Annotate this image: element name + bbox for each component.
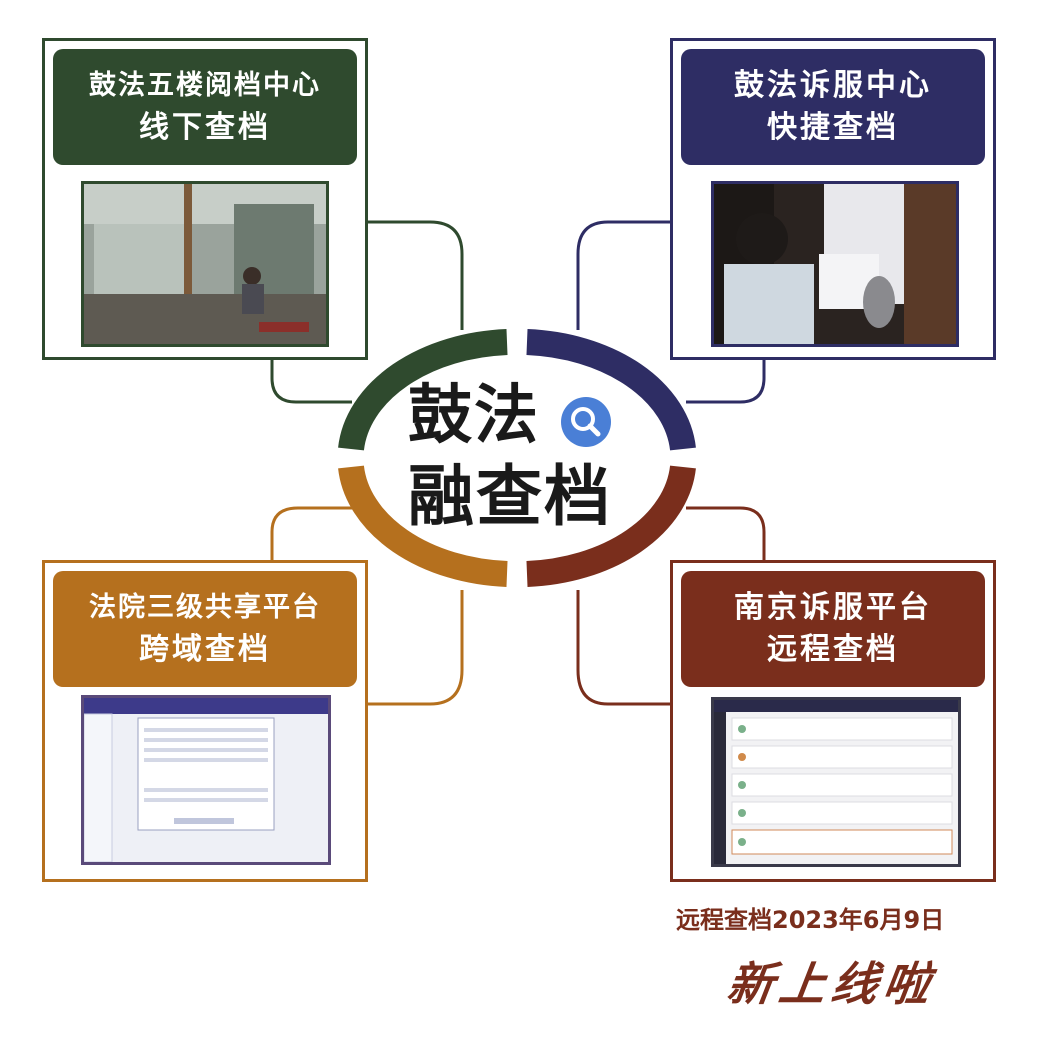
photo-document-scan	[711, 181, 959, 347]
center-title-line1: 鼓法	[408, 379, 540, 453]
panel-shared-platform: 法院三级共享平台 跨域查档	[42, 560, 368, 882]
connector-bottom-left-lower	[368, 590, 464, 706]
panel-title-bottom-right-line2: 远程查档	[767, 632, 899, 667]
panel-title-bottom-right: 南京诉服平台 远程查档	[681, 571, 985, 687]
connector-top-left-lower	[270, 358, 352, 404]
connector-bottom-left	[270, 506, 352, 560]
panel-title-top-right: 鼓法诉服中心 快捷查档	[681, 49, 985, 165]
panel-title-bottom-left: 法院三级共享平台 跨域查档	[53, 571, 357, 687]
footer-date-text: 远程查档2023年6月9日	[676, 906, 945, 934]
panel-title-top-left-line2: 线下查档	[139, 110, 271, 145]
screenshot-remote-platform	[711, 697, 961, 867]
panel-service-center: 鼓法诉服中心 快捷查档	[670, 38, 996, 360]
panel-title-top-left-line1: 鼓法五楼阅档中心	[89, 70, 321, 101]
photo-reading-room	[81, 181, 329, 347]
center-title-line2: 融查档	[408, 458, 612, 535]
ring-arc-navy	[526, 329, 696, 451]
panel-title-bottom-left-line1: 法院三级共享平台	[89, 592, 321, 623]
ring-arc-brown	[526, 465, 696, 587]
connector-top-right-lower	[686, 358, 766, 404]
connector-top-left	[368, 220, 464, 330]
panel-title-top-left: 鼓法五楼阅档中心 线下查档	[53, 49, 357, 165]
panel-title-top-right-line1: 鼓法诉服中心	[734, 68, 932, 103]
connector-top-right	[576, 220, 670, 330]
panel-remote-platform: 南京诉服平台 远程查档	[670, 560, 996, 882]
footer-launch-text: 新上线啦	[723, 957, 940, 1011]
ring-arc-green	[338, 329, 508, 451]
screenshot-shared-platform	[81, 695, 331, 865]
search-icon	[560, 396, 612, 448]
ring-arc-orange	[338, 465, 508, 587]
panel-title-bottom-right-line1: 南京诉服平台	[734, 590, 932, 625]
panel-offline-archive: 鼓法五楼阅档中心 线下查档	[42, 38, 368, 360]
connector-bottom-right	[686, 506, 766, 560]
panel-title-top-right-line2: 快捷查档	[767, 110, 899, 145]
panel-title-bottom-left-line2: 跨域查档	[139, 632, 271, 667]
connector-bottom-right-lower	[576, 590, 670, 706]
